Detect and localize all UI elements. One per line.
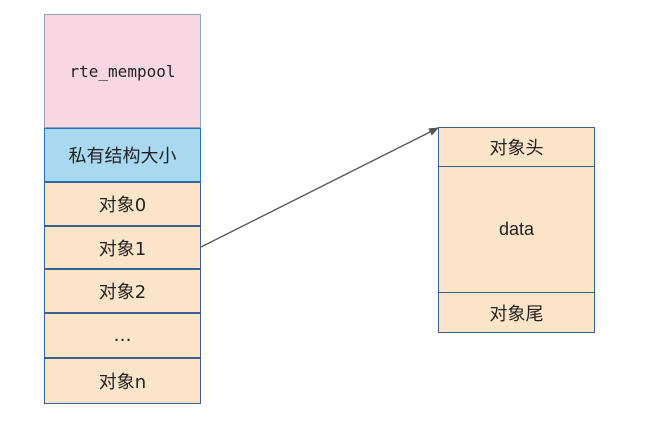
object-n-block: 对象n — [44, 358, 201, 404]
object-2-block: 对象2 — [44, 269, 201, 313]
rte-mempool-block: rte_mempool — [44, 14, 201, 128]
private-size-label: 私有结构大小 — [68, 146, 177, 167]
rte-mempool-label: rte_mempool — [69, 61, 176, 81]
object-1-block: 对象1 — [44, 226, 201, 269]
object-head-label: 对象头 — [489, 138, 544, 159]
private-size-block: 私有结构大小 — [44, 128, 201, 182]
object-data-label: data — [498, 219, 535, 239]
ellipsis-block: … — [44, 313, 201, 358]
object-0-label: 对象0 — [98, 195, 147, 216]
arrow-line — [200, 127, 439, 248]
object-2-label: 对象2 — [98, 282, 147, 303]
object-tail-block: 对象尾 — [438, 292, 595, 333]
object-head-block: 对象头 — [438, 127, 595, 167]
object-1-label: 对象1 — [98, 238, 147, 260]
object-n-label: 对象n — [98, 372, 147, 393]
object-0-block: 对象0 — [44, 182, 201, 226]
object-tail-label: 对象尾 — [489, 303, 544, 325]
object-data-block: data — [438, 166, 595, 293]
ellipsis-label: … — [113, 325, 132, 346]
